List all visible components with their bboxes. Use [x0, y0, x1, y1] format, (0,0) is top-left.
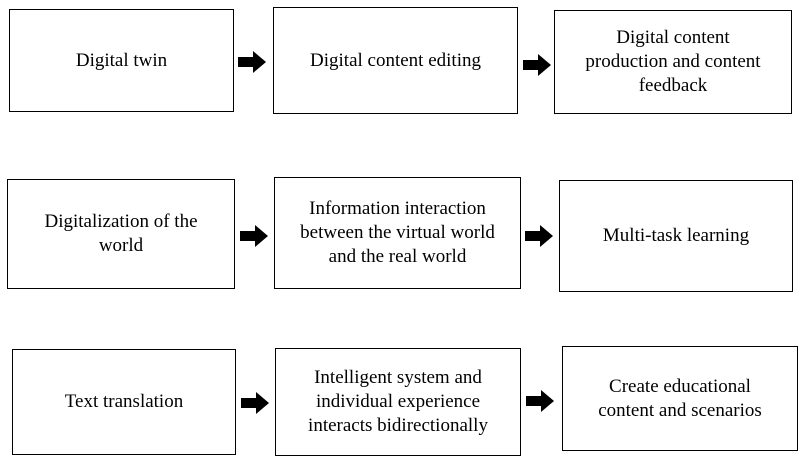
box-intelligent-system: Intelligent system and individual experi…	[275, 348, 521, 456]
box-text-translation: Text translation	[12, 349, 236, 455]
arrow-right-icon	[241, 391, 269, 415]
box-digital-twin: Digital twin	[9, 9, 234, 112]
arrow-right-icon	[526, 389, 554, 413]
arrow-right-icon	[238, 50, 266, 74]
box-information-interaction: Information interaction between the virt…	[274, 177, 521, 289]
arrow-right-icon	[525, 224, 553, 248]
arrow-right-icon	[240, 224, 268, 248]
box-create-educational-content: Create educational content and scenarios	[562, 346, 798, 451]
arrow-right-icon	[523, 53, 551, 77]
box-digital-content-editing: Digital content editing	[273, 7, 518, 114]
box-digital-content-production: Digital content production and content f…	[554, 10, 792, 114]
box-digitalization-of-the-world: Digitalization of the world	[7, 179, 235, 289]
box-multi-task-learning: Multi-task learning	[559, 180, 793, 292]
